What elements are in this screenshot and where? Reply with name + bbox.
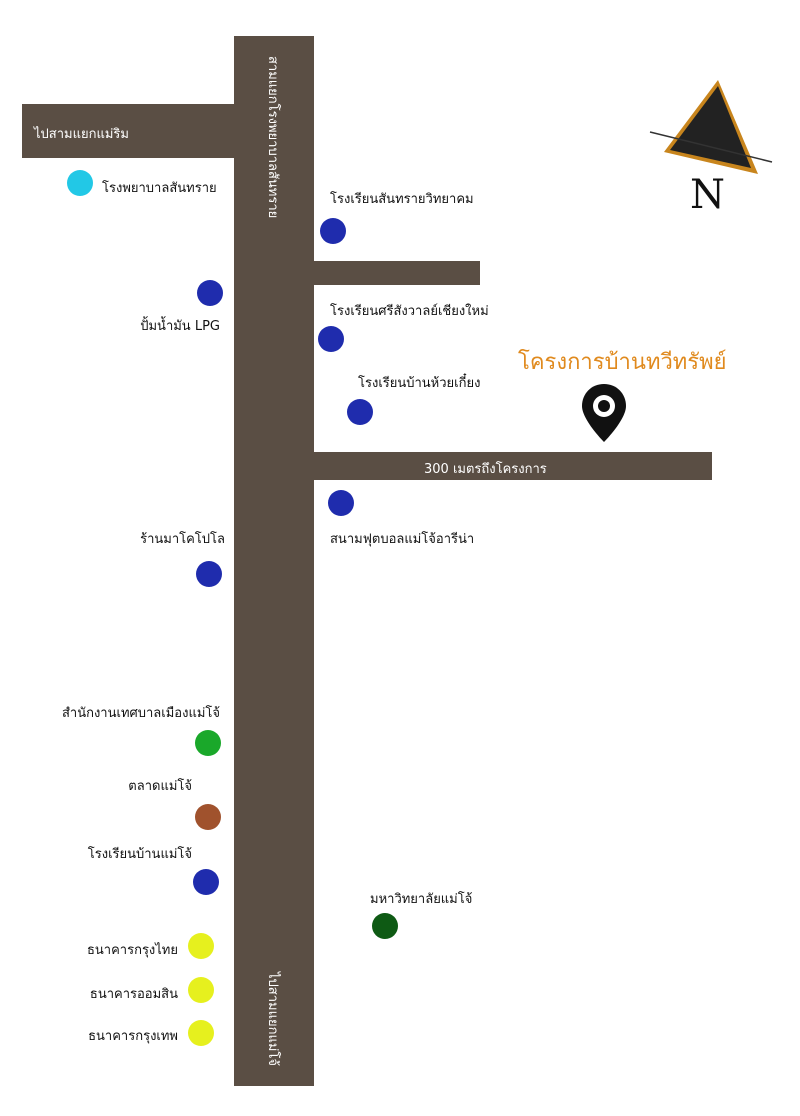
road-to-maerim-label: ไปสามแยกแม่ริม bbox=[34, 127, 129, 142]
north-arrow-icon bbox=[646, 76, 776, 184]
poi-label: ธนาคารกรุงเทพ bbox=[88, 1029, 178, 1044]
main-road-bottom-label: ไปสามแยกแม่โจ้ bbox=[265, 972, 280, 1067]
poi-label: ตลาดแม่โจ้ bbox=[128, 779, 192, 794]
poi-label: ธนาคารออมสิน bbox=[89, 987, 178, 1002]
hospital-marker bbox=[67, 170, 93, 196]
project-title: โครงการบ้านทวีทรัพย์ bbox=[518, 350, 727, 375]
university-marker bbox=[372, 913, 398, 939]
poi-label: โรงพยาบาลสันทราย bbox=[102, 181, 217, 196]
store-marker bbox=[196, 561, 222, 587]
poi-label: โรงเรียนบ้านแม่โจ้ bbox=[87, 847, 192, 862]
location-pin-icon bbox=[580, 382, 628, 448]
main-road-top-label: สามแยกโรงพยาบาลสันทราย bbox=[265, 56, 280, 219]
road-to-project bbox=[310, 452, 712, 480]
bank-marker bbox=[188, 977, 214, 1003]
road-to-maerim bbox=[22, 104, 238, 158]
gas-station-marker bbox=[197, 280, 223, 306]
poi-label: มหาวิทยาลัยแม่โจ้ bbox=[370, 892, 473, 907]
road-school-branch bbox=[310, 261, 480, 285]
municipal-office-marker bbox=[195, 730, 221, 756]
road-to-project-label: 300 เมตรถึงโครงการ bbox=[424, 462, 547, 477]
poi-label: โรงเรียนศรีสังวาลย์เชียงใหม่ bbox=[330, 304, 489, 319]
school-marker bbox=[193, 869, 219, 895]
main-road bbox=[234, 36, 314, 1086]
bank-marker bbox=[188, 1020, 214, 1046]
market-marker bbox=[195, 804, 221, 830]
poi-label: สนามฟุตบอลแม่โจ้อารีน่า bbox=[330, 532, 475, 547]
school-marker bbox=[320, 218, 346, 244]
bank-marker bbox=[188, 933, 214, 959]
poi-label: สำนักงานเทศบาลเมืองแม่โจ้ bbox=[61, 706, 220, 721]
poi-label: ธนาคารกรุงไทย bbox=[86, 943, 178, 958]
stadium-marker bbox=[328, 490, 354, 516]
school-marker bbox=[347, 399, 373, 425]
poi-label: ปั้มน้ำมัน LPG bbox=[140, 319, 220, 334]
poi-label: ร้านมาโคโปโล bbox=[140, 532, 225, 547]
north-label: N bbox=[690, 172, 725, 218]
school-marker bbox=[318, 326, 344, 352]
poi-label: โรงเรียนบ้านห้วยเกี๋ยง bbox=[358, 376, 481, 391]
poi-label: โรงเรียนสันทรายวิทยาคม bbox=[330, 192, 474, 207]
